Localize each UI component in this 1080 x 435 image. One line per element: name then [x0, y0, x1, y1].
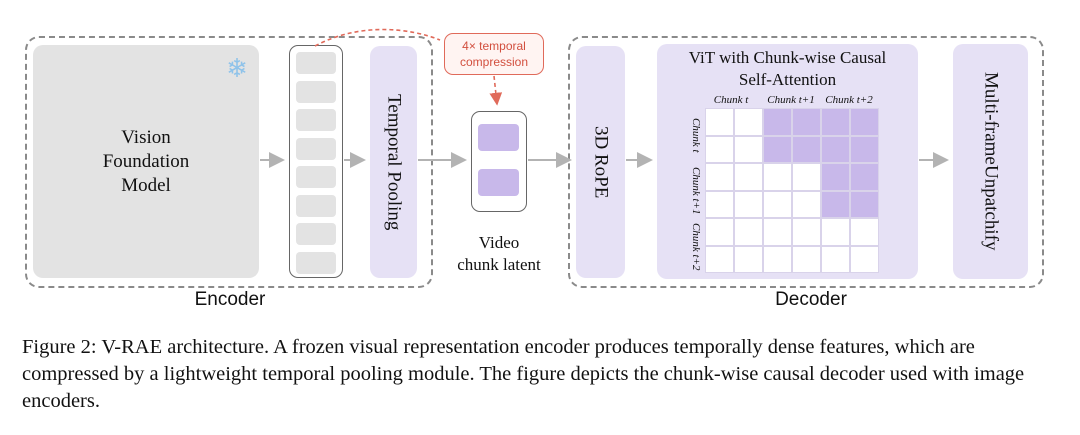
temporal-pooling-block [370, 46, 417, 278]
attention-cell-masked [763, 135, 792, 163]
rope-block [576, 46, 625, 278]
attention-cell [821, 218, 850, 246]
feature-token [296, 166, 336, 188]
attention-cell-masked [821, 108, 850, 136]
chunk-row-label: Chunk t+2 [690, 223, 702, 271]
attention-cell-masked [850, 190, 879, 218]
attention-cell [850, 245, 879, 273]
attention-cell [734, 108, 763, 136]
attention-cell [705, 245, 734, 273]
attention-cell-masked [821, 190, 850, 218]
attention-cell [821, 245, 850, 273]
attention-cell [763, 190, 792, 218]
attention-cell [705, 190, 734, 218]
compression-note: 4× temporal compression [444, 33, 544, 75]
attention-cell [705, 163, 734, 191]
rope-label: 3D RoPE [590, 125, 612, 199]
attention-cell [763, 245, 792, 273]
attention-cell [734, 135, 763, 163]
attention-cell [792, 218, 821, 246]
vision-foundation-model-block [33, 45, 259, 278]
video-chunk-latent-label: Video chunk latent [457, 233, 541, 274]
attention-cell-masked [792, 135, 821, 163]
attention-cell [850, 218, 879, 246]
attention-cell [705, 135, 734, 163]
feature-token [296, 137, 336, 160]
latent-token-1 [478, 124, 519, 151]
unpatchify-block [953, 44, 1028, 279]
attention-cell-masked [792, 108, 821, 136]
vit-title: ViT with Chunk-wise Causal Self-Attentio… [688, 48, 887, 89]
chunk-row-label: Chunk t [690, 117, 702, 153]
feature-token [296, 52, 336, 74]
attention-cell [734, 218, 763, 246]
encoder-label: Encoder [194, 289, 266, 310]
attention-cell [734, 245, 763, 273]
attention-cell [705, 218, 734, 246]
feature-token [296, 251, 336, 274]
attention-cell-masked [763, 108, 792, 136]
vision-foundation-model-label: Vision Foundation Model [102, 127, 190, 196]
feature-token [296, 194, 336, 217]
attention-cell [705, 108, 734, 136]
snowflake-icon: ❄ [226, 54, 248, 83]
chunk-col-label: Chunk t+2 [825, 94, 873, 106]
decoder-label: Decoder [775, 289, 847, 310]
attention-cell-masked [850, 135, 879, 163]
attention-cell-masked [850, 108, 879, 136]
attention-cell [734, 190, 763, 218]
figure-caption: Figure 2: V-RAE architecture. A frozen v… [22, 336, 1025, 412]
compression-down-arrow [489, 75, 503, 106]
latent-token-2 [478, 169, 519, 196]
feature-token [296, 80, 336, 103]
attention-cell-masked [821, 163, 850, 191]
feature-token [296, 109, 336, 131]
attention-cell [734, 163, 763, 191]
attention-cell [792, 190, 821, 218]
compression-dashed-arrow [314, 28, 441, 47]
chunk-col-label: Chunk t [713, 94, 749, 106]
chunk-row-label: Chunk t+1 [690, 167, 702, 215]
chunk-col-label: Chunk t+1 [767, 94, 815, 106]
attention-cell [763, 218, 792, 246]
temporal-pooling-label: Temporal Pooling [383, 93, 405, 231]
attention-cell [792, 163, 821, 191]
attention-cell [763, 163, 792, 191]
attention-cell-masked [821, 135, 850, 163]
encoder-region [25, 36, 433, 288]
attention-cell [792, 245, 821, 273]
attention-cell-masked [850, 163, 879, 191]
feature-token [296, 223, 336, 245]
